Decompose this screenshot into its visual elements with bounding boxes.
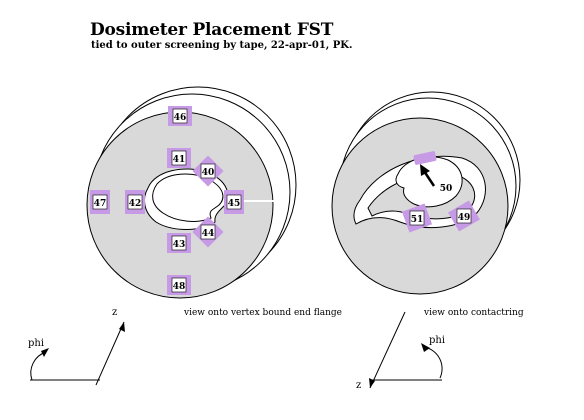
dosimeter-marker-49: 49 <box>448 200 480 232</box>
left-phi-label: phi <box>28 338 44 349</box>
dosimeter-marker-45: 45 <box>224 190 244 214</box>
dosimeter-50-pointer <box>422 170 436 187</box>
right-phi-arrowhead <box>421 343 430 352</box>
dosimeter-marker-51: 51 <box>401 203 433 233</box>
dosimeter-marker-41: 41 <box>167 148 191 168</box>
right-phi-arc <box>423 346 443 379</box>
dosimeter-marker-46: 46 <box>168 106 192 126</box>
right-z-axis <box>369 311 406 389</box>
dosimeter-label-47: 47 <box>94 199 107 209</box>
right-phi-label: phi <box>429 335 445 346</box>
left-z-axis <box>95 321 125 386</box>
dosimeter-marker-48: 48 <box>167 275 191 295</box>
right-z-label: z <box>356 380 361 391</box>
left-view-caption: view onto vertex bound end flange <box>183 308 342 318</box>
left-phi-arrowhead <box>41 348 49 357</box>
dosimeter-label-48: 48 <box>173 282 186 292</box>
right-view: 50 51 49 view onto contactring z phi <box>331 91 524 391</box>
left-z-arrowhead <box>119 322 125 332</box>
dosimeter-label-43: 43 <box>173 240 186 250</box>
dosimeter-label-45: 45 <box>228 199 241 209</box>
dosimeter-label-49: 49 <box>458 213 471 223</box>
right-view-caption: view onto contactring <box>423 308 524 318</box>
dosimeter-marker-43: 43 <box>167 233 191 253</box>
dosimeter-label-44: 44 <box>202 229 215 239</box>
page-subtitle: tied to outer screening by tape, 22-apr-… <box>91 40 353 51</box>
dosimeter-marker-47: 47 <box>90 190 110 214</box>
dosimeter-label-41: 41 <box>173 155 186 165</box>
dosimeter-marker-42: 42 <box>125 190 145 214</box>
dosimeter-label-51: 51 <box>411 215 424 225</box>
right-central-bore <box>395 156 463 208</box>
dosimeter-marker-44: 44 <box>192 216 224 248</box>
page-title: Dosimeter Placement FST <box>90 20 334 40</box>
dosimeter-marker-50: 50 <box>413 151 452 194</box>
dosimeter-50-pointer-head <box>420 164 430 176</box>
dosimeter-label-42: 42 <box>129 199 142 209</box>
dosimeter-label-46: 46 <box>174 113 187 123</box>
dosimeter-marker-40: 40 <box>192 155 224 187</box>
dosimeter-label-40: 40 <box>202 168 215 178</box>
dosimeter-label-50: 50 <box>440 184 453 194</box>
left-z-label: z <box>112 307 117 318</box>
left-view: 46 41 40 47 42 <box>28 86 342 386</box>
